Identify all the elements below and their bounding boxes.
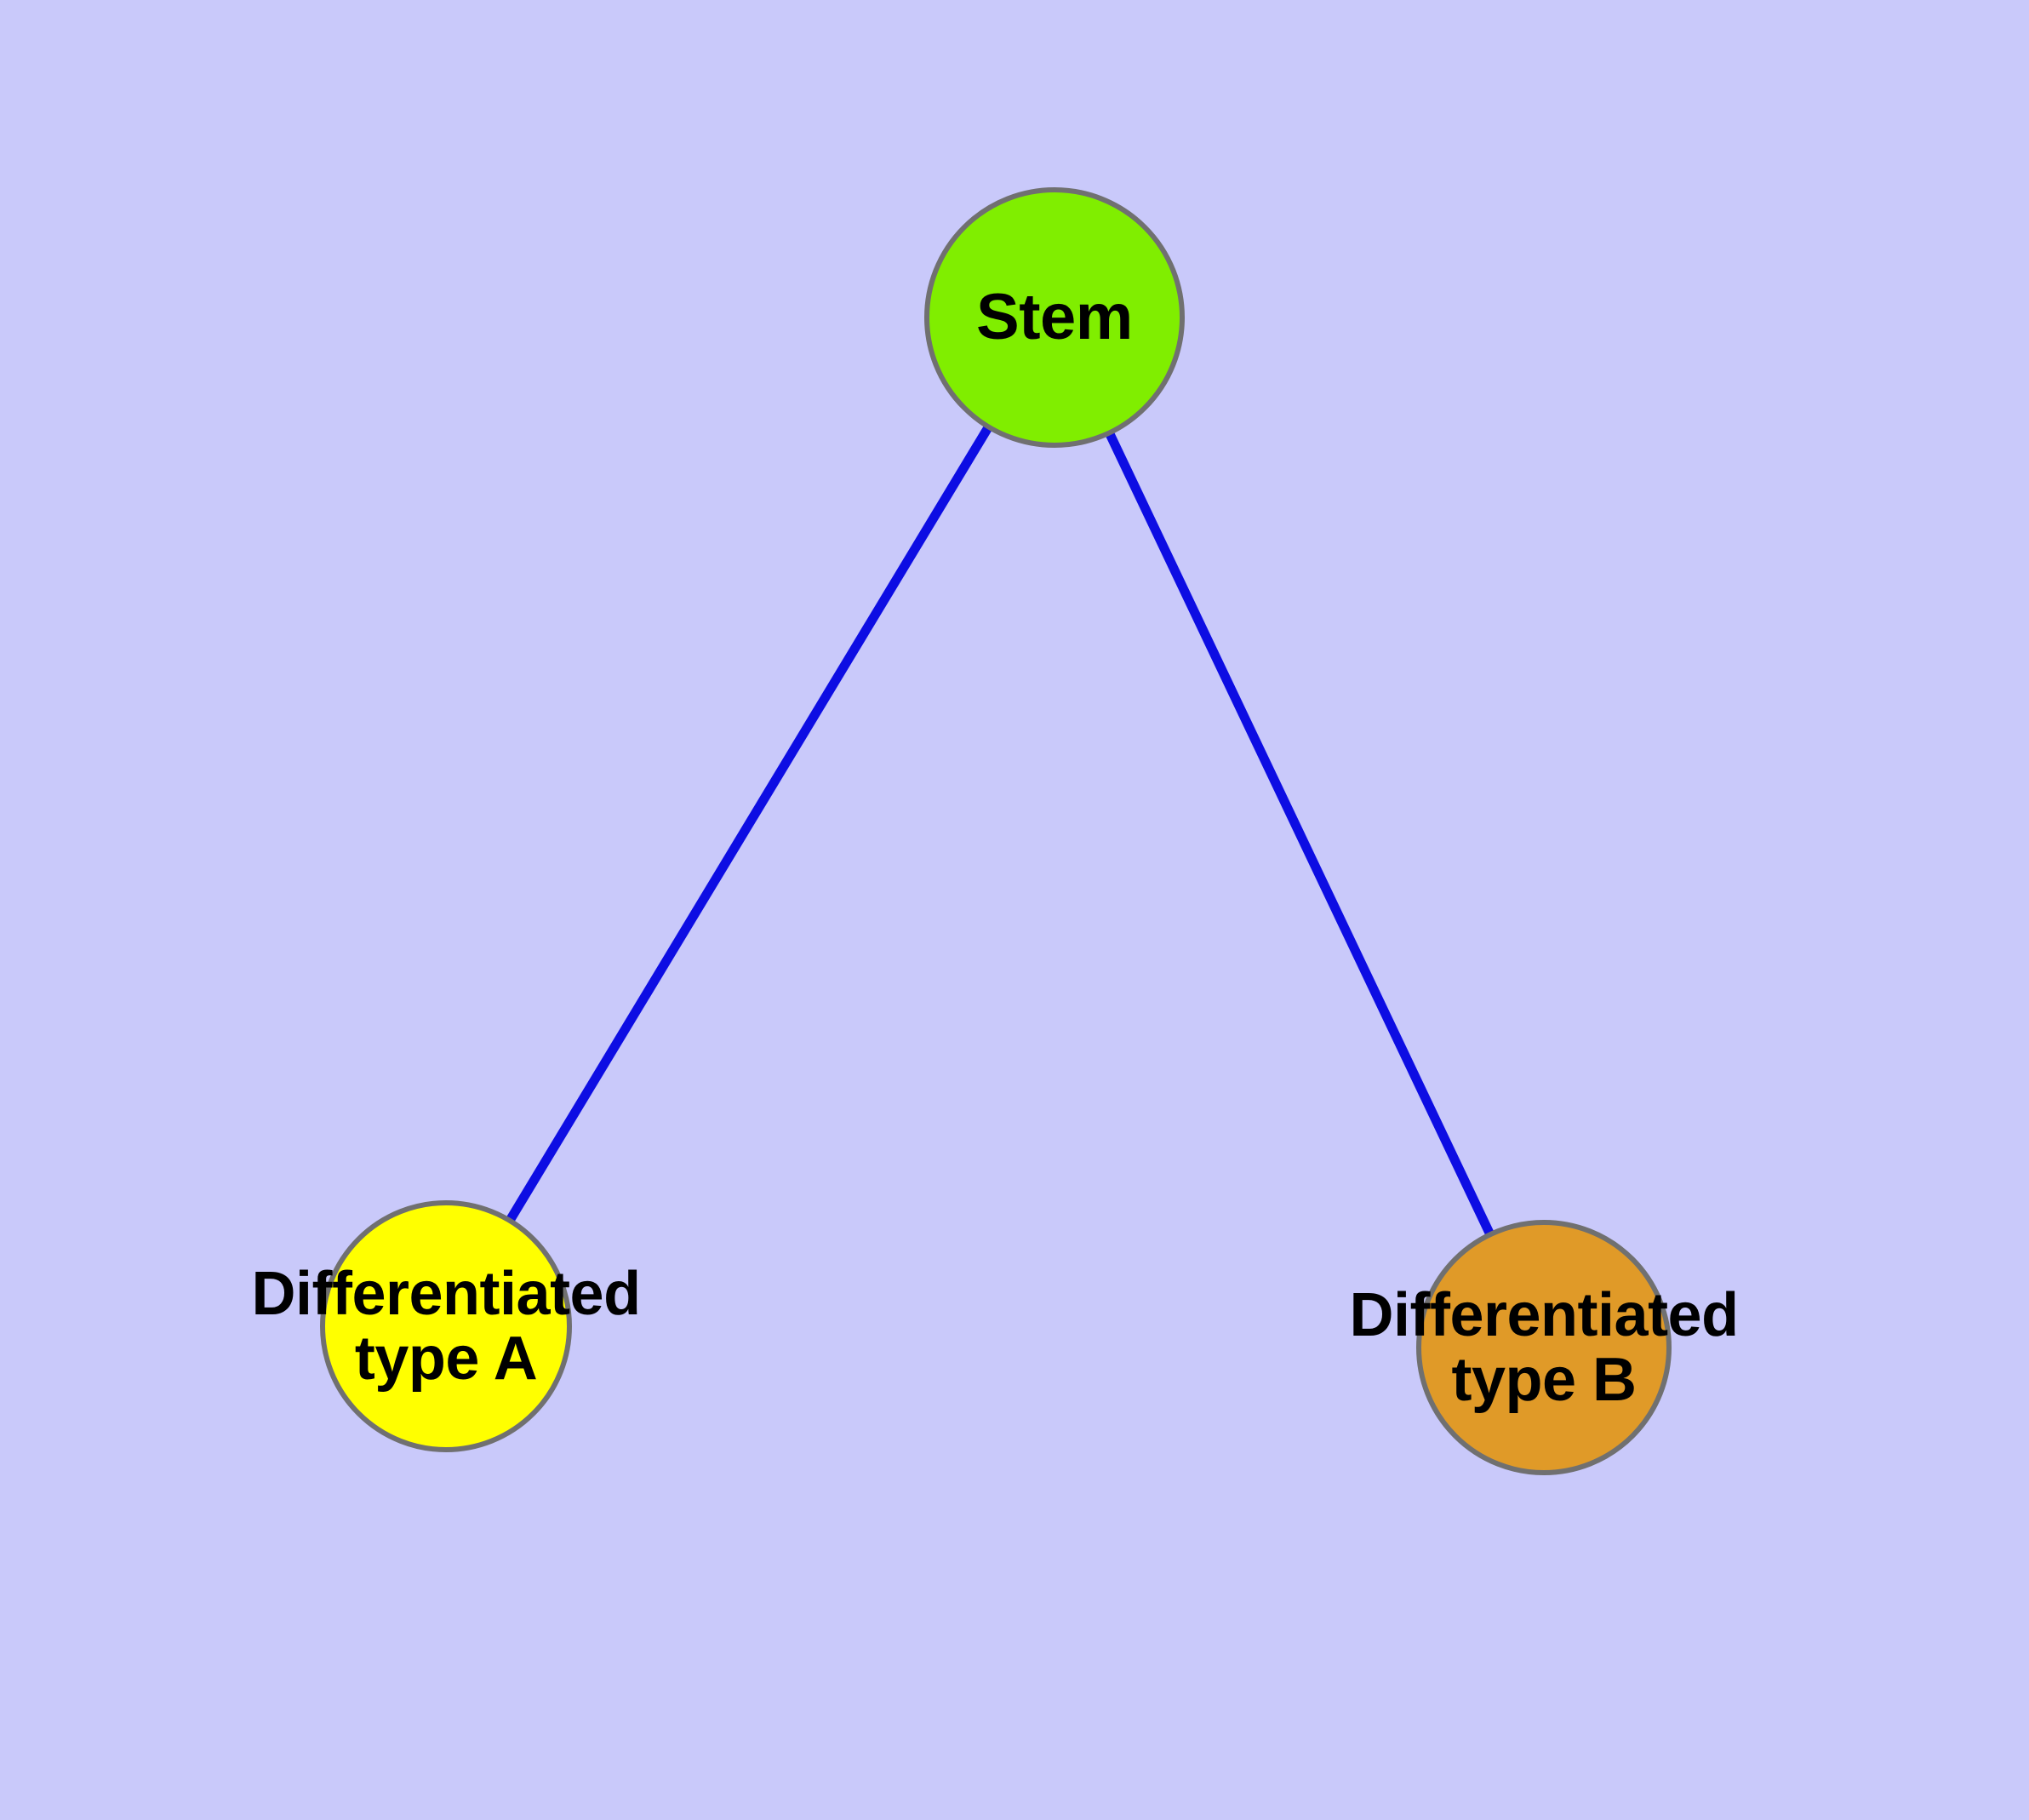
node-diff_a[interactable] xyxy=(320,1200,572,1452)
edge-stem-to-diff-a[interactable] xyxy=(442,315,1059,1329)
edge-stem-to-diff-b[interactable] xyxy=(1050,315,1548,1350)
edge-layer xyxy=(442,315,1548,1350)
node-stem[interactable] xyxy=(924,187,1185,448)
node-layer xyxy=(320,187,1672,1475)
node-diff_b[interactable] xyxy=(1416,1220,1672,1475)
